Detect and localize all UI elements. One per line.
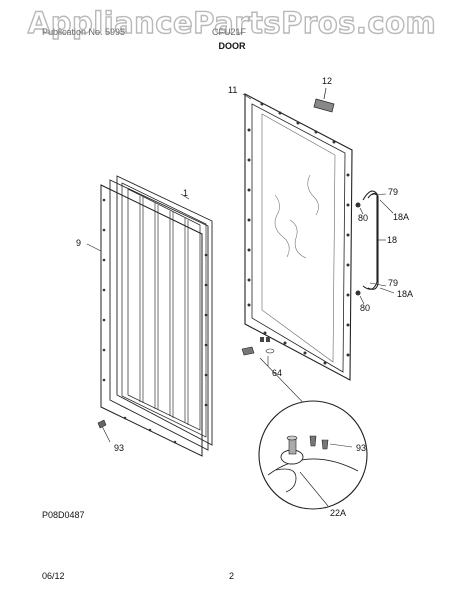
- liner-ribs: [139, 196, 189, 425]
- footer-date: 06/12: [42, 571, 65, 581]
- publication-number: Publication No. 5995: [42, 27, 126, 37]
- callout-18a-top: 18A: [393, 212, 409, 222]
- callout-18a-bottom: 18A: [397, 289, 413, 299]
- callout-93-detail: 93: [356, 443, 366, 453]
- section-title: DOOR: [218, 41, 246, 51]
- diagram-code: P08D0487: [42, 510, 85, 520]
- callout-12: 12: [322, 76, 332, 86]
- handle-screws: [355, 202, 361, 296]
- inner-door-liner: [100, 175, 213, 457]
- callout-64: 64: [272, 368, 282, 378]
- callout-79-top: 79: [388, 187, 398, 197]
- door-handle: [362, 190, 379, 290]
- watermark: AppliancePartsPros.com: [27, 5, 437, 40]
- callout-labels: 12 11 1 9 79 80 18A 18 79 18A 80 64 93 9…: [76, 76, 413, 518]
- footer-page: 2: [229, 571, 235, 581]
- callout-93-left: 93: [114, 443, 124, 453]
- callout-22a: 22A: [330, 508, 346, 518]
- label-plate: [313, 87, 335, 113]
- detail-circle: [258, 400, 368, 510]
- callout-1: 1: [183, 188, 188, 198]
- callout-18: 18: [387, 235, 397, 245]
- callout-80-top: 80: [358, 213, 368, 223]
- model-number: CFU21F: [212, 27, 247, 37]
- callout-9: 9: [76, 238, 81, 248]
- callout-79-bottom: 79: [388, 278, 398, 288]
- gasket-screw-holes: [102, 198, 208, 444]
- callout-11: 11: [228, 85, 237, 95]
- callout-lines: [86, 93, 395, 443]
- screw-93-left: [97, 419, 107, 429]
- callout-80-bottom: 80: [360, 303, 370, 313]
- panel-screw-holes: [247, 102, 350, 365]
